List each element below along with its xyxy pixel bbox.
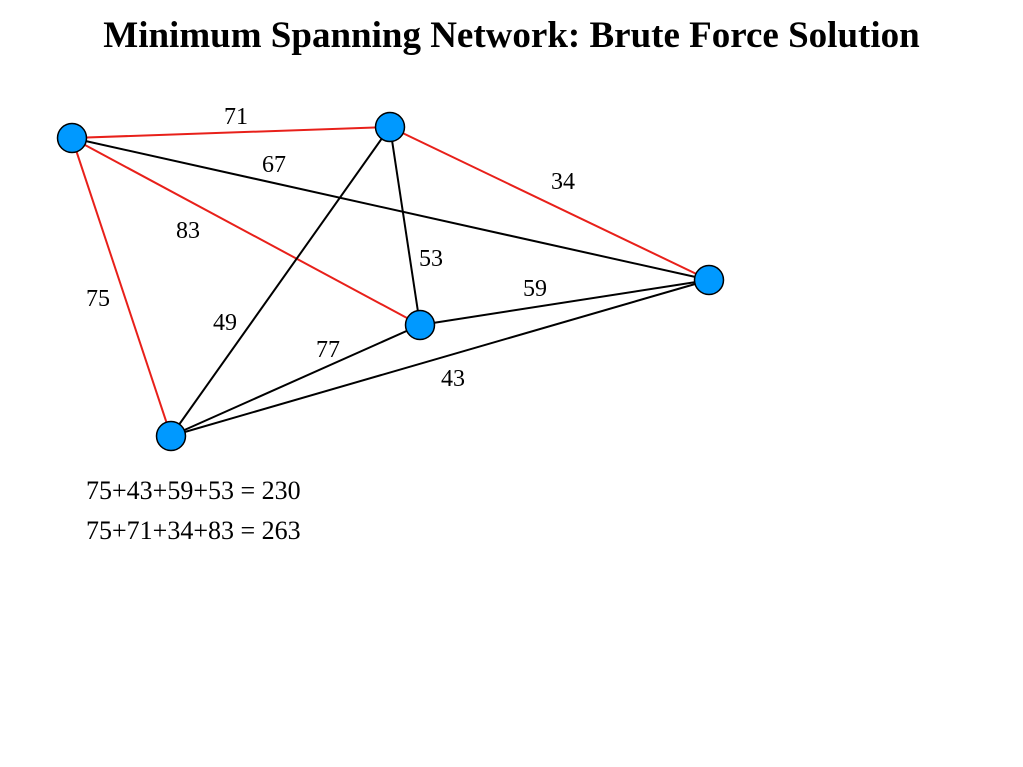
edge-weight-label: 75	[86, 286, 110, 312]
equation-sum-1: 75+43+59+53 = 230	[86, 476, 301, 505]
edge-b-e	[170, 126, 391, 437]
edge-a-d	[71, 137, 710, 281]
edge-c-d	[419, 279, 710, 326]
edge-a-b	[71, 126, 391, 139]
edges-layer	[71, 126, 710, 437]
edge-weight-label: 43	[441, 366, 465, 392]
edge-b-d	[389, 126, 710, 281]
edge-b-c	[389, 126, 421, 326]
edge-weight-label: 59	[523, 276, 547, 302]
edge-weight-label: 71	[224, 104, 248, 130]
edge-c-e	[170, 324, 421, 437]
edge-labels-layer: 71 67 34 83 53 59 75 49 77 43	[86, 104, 575, 392]
edge-d-e	[170, 279, 710, 437]
equation-sum-2: 75+71+34+83 = 263	[86, 516, 301, 545]
node-d	[693, 264, 725, 296]
edge-a-e	[71, 137, 172, 437]
edge-weight-label: 34	[551, 169, 575, 195]
slide-title: Minimum Spanning Network: Brute Force So…	[103, 15, 920, 56]
nodes-layer	[56, 111, 725, 452]
edge-weight-label: 67	[262, 152, 286, 178]
node-b	[374, 111, 406, 143]
node-a	[56, 122, 88, 154]
node-e	[155, 420, 187, 452]
edge-weight-label: 83	[176, 218, 200, 244]
edge-a-c	[71, 137, 421, 326]
edge-weight-label: 77	[316, 337, 340, 363]
edge-weight-label: 53	[419, 246, 443, 272]
node-c	[404, 309, 436, 341]
edge-weight-label: 49	[213, 310, 237, 336]
